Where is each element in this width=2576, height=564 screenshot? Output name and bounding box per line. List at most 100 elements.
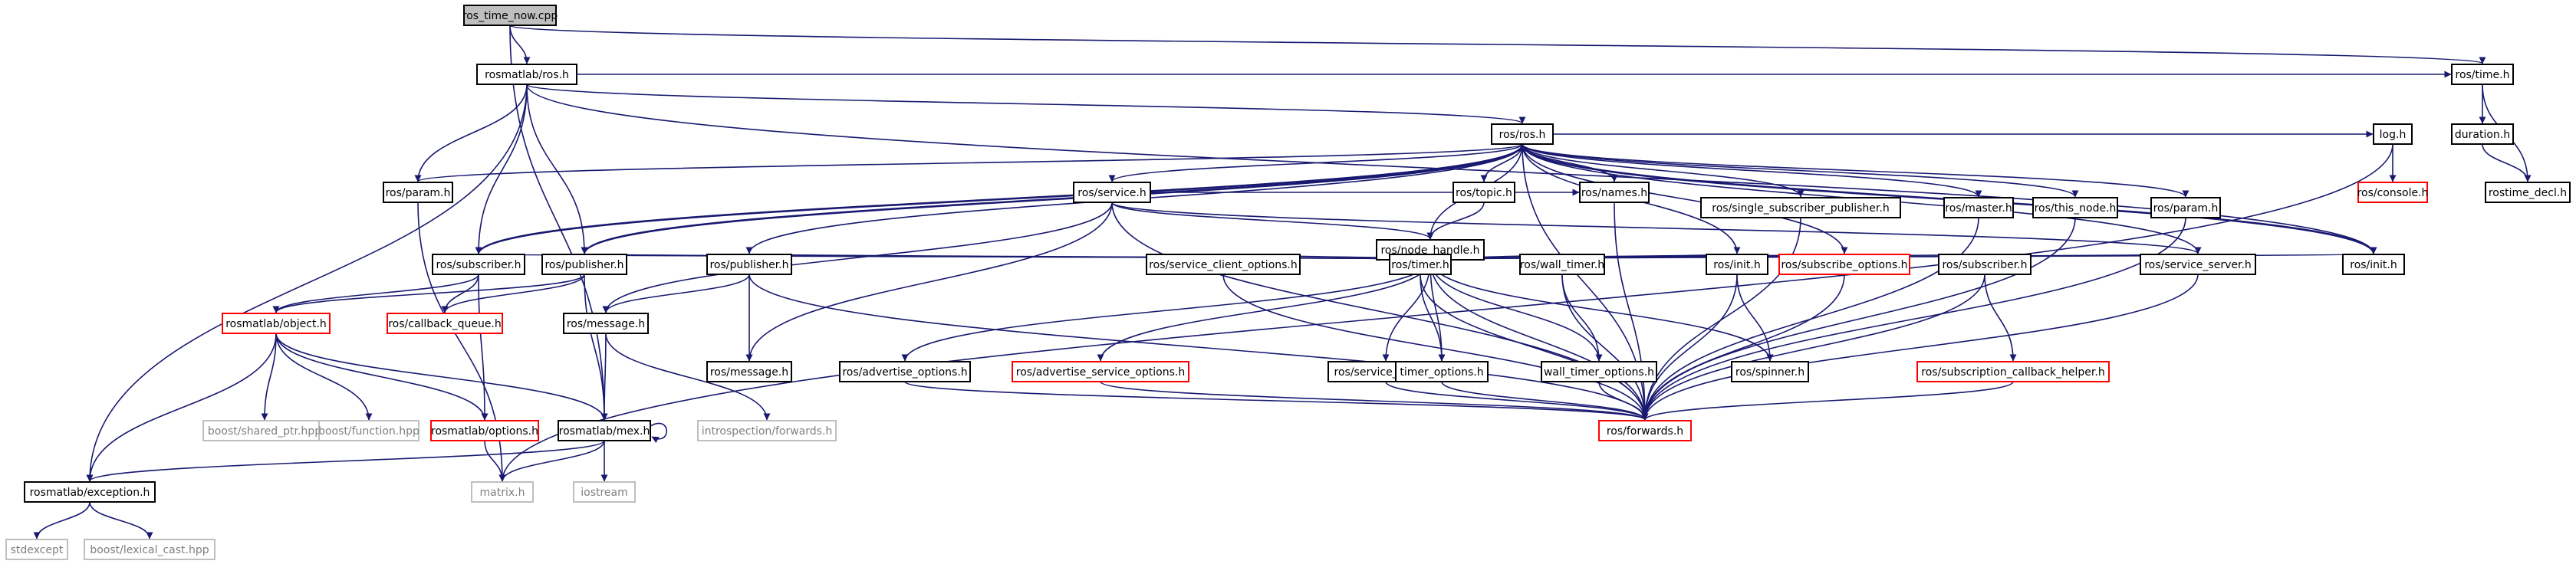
- edge-ros_message_a-to-introspection_forwards: [605, 333, 771, 421]
- node-ros-timer[interactable]: ros/timer.h: [1389, 254, 1452, 275]
- node-rostime-decl[interactable]: rostime_decl.h: [2485, 182, 2571, 203]
- node-ros-service-server[interactable]: ros/service_server.h: [2140, 254, 2256, 275]
- edge-rosmatlab_mex-to-matrix: [498, 440, 605, 482]
- node-ros-message-a[interactable]: ros/message.h: [563, 313, 649, 334]
- node-box: [1700, 197, 1901, 218]
- node-introspection-forwards[interactable]: introspection/forwards.h: [697, 420, 837, 441]
- node-rosmatlab-ros[interactable]: rosmatlab/ros.h: [476, 64, 577, 85]
- node-ros-wall-timer[interactable]: ros/wall_timer.h: [1519, 254, 1605, 275]
- node-rosmatlab-exception[interactable]: rosmatlab/exception.h: [24, 481, 156, 503]
- edge-timer_options-to-ros_forwards: [1441, 381, 1649, 421]
- node-box: [1389, 254, 1452, 275]
- node-ros-console[interactable]: ros/console.h: [2357, 182, 2429, 203]
- node-boost-lexical-cast[interactable]: boost/lexical_cast.hpp: [84, 539, 215, 560]
- node-label: ros/advertise_options.h: [842, 366, 967, 379]
- node-wall-timer-options[interactable]: wall_timer_options.h: [1541, 361, 1657, 382]
- edge-ros_init_a-to-ros_spinner: [1736, 274, 1774, 362]
- node-boost-shared-ptr[interactable]: boost/shared_ptr.hpp: [202, 420, 327, 441]
- node-box: [2140, 254, 2256, 275]
- node-ros-this-node[interactable]: ros/this_node.h: [2032, 197, 2118, 218]
- edge-ros_time_now-to-rosmatlab_mex: [509, 25, 608, 421]
- node-ros-callback-queue[interactable]: ros/callback_queue.h: [387, 313, 503, 334]
- node-box: [222, 313, 331, 334]
- edge-ros_service-to-ros_service_server: [1111, 202, 2202, 254]
- node-label: ros_time_now.cpp: [462, 10, 558, 22]
- node-box: [1598, 420, 1692, 441]
- edge-ros_service-to-ros_node_handle: [1111, 202, 1434, 240]
- node-ros-spinner[interactable]: ros/spinner.h: [1731, 361, 1809, 382]
- node-label: ros/this_node.h: [2035, 202, 2117, 215]
- edge-rosmatlab_object-to-rosmatlab_exception: [86, 333, 277, 482]
- edge-rosmatlab_ros-to-ros_ros: [526, 84, 1526, 124]
- node-ros-init-b[interactable]: ros/init.h: [2342, 254, 2405, 275]
- node-boost-function[interactable]: boost/function.hpp: [318, 420, 419, 441]
- node-box: [2485, 182, 2571, 203]
- node-label: ros/publisher.h: [709, 259, 788, 271]
- edge-rosmatlab_ros-to-rosmatlab_exception: [86, 84, 528, 482]
- node-label: log.h: [2380, 129, 2407, 141]
- node-stdexcept[interactable]: stdexcept: [5, 539, 68, 560]
- node-ros-master[interactable]: ros/master.h: [1943, 197, 2014, 218]
- node-ros-publisher-b[interactable]: ros/publisher.h: [706, 254, 792, 275]
- node-label: wall_timer_options.h: [1544, 366, 1654, 379]
- edge-ros_subscription_callback_helper-to-ros_forwards: [1641, 381, 2014, 421]
- node-ros-subscriber-b[interactable]: ros/subscriber.h: [1938, 254, 2032, 275]
- edge-rosmatlab_exception-to-stdexcept: [33, 501, 90, 539]
- node-ros-topic[interactable]: ros/topic.h: [1452, 182, 1515, 203]
- edge-rosmatlab_object-to-boost_function: [275, 333, 373, 421]
- node-ros-time[interactable]: ros/time.h: [2451, 64, 2514, 85]
- node-ros-service-client-options[interactable]: ros/service_client_options.h: [1146, 254, 1301, 275]
- node-box: [2373, 123, 2413, 145]
- node-box: [1706, 254, 1768, 275]
- node-label: rosmatlab/exception.h: [30, 487, 150, 499]
- node-label: ros/advertise_service_options.h: [1016, 366, 1185, 379]
- node-label: ros/message.h: [567, 318, 645, 330]
- node-label: ros/single_subscriber_publisher.h: [1712, 202, 1889, 215]
- node-duration[interactable]: duration.h: [2451, 123, 2514, 145]
- node-box: [430, 420, 539, 441]
- node-ros-param-b[interactable]: ros/param.h: [2150, 197, 2221, 218]
- node-matrix[interactable]: matrix.h: [471, 481, 534, 503]
- node-ros-subscription-callback-helper[interactable]: ros/subscription_callback_helper.h: [1916, 361, 2110, 382]
- node-ros-message-b[interactable]: ros/message.h: [706, 361, 792, 382]
- node-ros-subscribe-options[interactable]: ros/subscribe_options.h: [1778, 254, 1910, 275]
- edge-ros_node_handle-to-ros_spinner: [1429, 259, 1774, 362]
- edge-ros_publisher_a-to-ros_callback_queue: [441, 274, 585, 313]
- node-rosmatlab-object[interactable]: rosmatlab/object.h: [222, 313, 331, 334]
- edge-ros_publisher_a-to-rosmatlab_object: [272, 274, 585, 313]
- node-box: [1579, 182, 1650, 203]
- node-timer-options[interactable]: timer_options.h: [1395, 361, 1489, 382]
- node-ros-single-sub-pub[interactable]: ros/single_subscriber_publisher.h: [1700, 197, 1901, 218]
- node-ros-names[interactable]: ros/names.h: [1579, 182, 1650, 203]
- node-rosmatlab-mex[interactable]: rosmatlab/mex.h: [558, 420, 651, 441]
- node-label: ros/topic.h: [1456, 187, 1512, 199]
- node-ros-init-a[interactable]: ros/init.h: [1706, 254, 1768, 275]
- node-label: iostream: [581, 487, 628, 499]
- node-ros-ros[interactable]: ros/ros.h: [1491, 123, 1554, 145]
- node-box: [1491, 123, 1554, 145]
- edge-ros_service_client_options-to-ros_forwards: [1222, 274, 1649, 421]
- edge-ros_this_node-to-ros_forwards: [1641, 217, 2076, 421]
- node-label: stdexcept: [11, 544, 64, 556]
- node-ros-service[interactable]: ros/service.h: [1073, 182, 1151, 203]
- node-ros-publisher-a[interactable]: ros/publisher.h: [541, 254, 627, 275]
- node-box: [24, 481, 156, 503]
- node-box: [706, 254, 792, 275]
- node-iostream[interactable]: iostream: [573, 481, 636, 503]
- edge-ros_service-to-ros_message_b: [745, 202, 1113, 362]
- node-ros-advertise-service-options[interactable]: ros/advertise_service_options.h: [1012, 361, 1189, 382]
- edge-ros_advertise_service_options-to-ros_forwards: [1100, 381, 1649, 421]
- node-label: ros/message.h: [710, 366, 788, 379]
- node-label: ros/forwards.h: [1607, 425, 1683, 438]
- node-ros-param-a[interactable]: ros/param.h: [383, 182, 453, 203]
- edge-ros_service_server-to-ros_forwards: [1641, 274, 2199, 421]
- edge-ros_time_now-to-ros_time: [509, 25, 2486, 64]
- node-label: ros/time.h: [2456, 69, 2510, 81]
- node-ros-time-now[interactable]: ros_time_now.cpp: [462, 5, 558, 26]
- node-rosmatlab-options[interactable]: rosmatlab/options.h: [430, 420, 539, 441]
- node-ros-advertise-options[interactable]: ros/advertise_options.h: [839, 361, 971, 382]
- node-ros-forwards[interactable]: ros/forwards.h: [1598, 420, 1692, 441]
- edge-ros_timer-to-ros_forwards: [1420, 274, 1649, 421]
- node-ros-subscriber-a[interactable]: ros/subscriber.h: [432, 254, 525, 275]
- node-log[interactable]: log.h: [2373, 123, 2413, 145]
